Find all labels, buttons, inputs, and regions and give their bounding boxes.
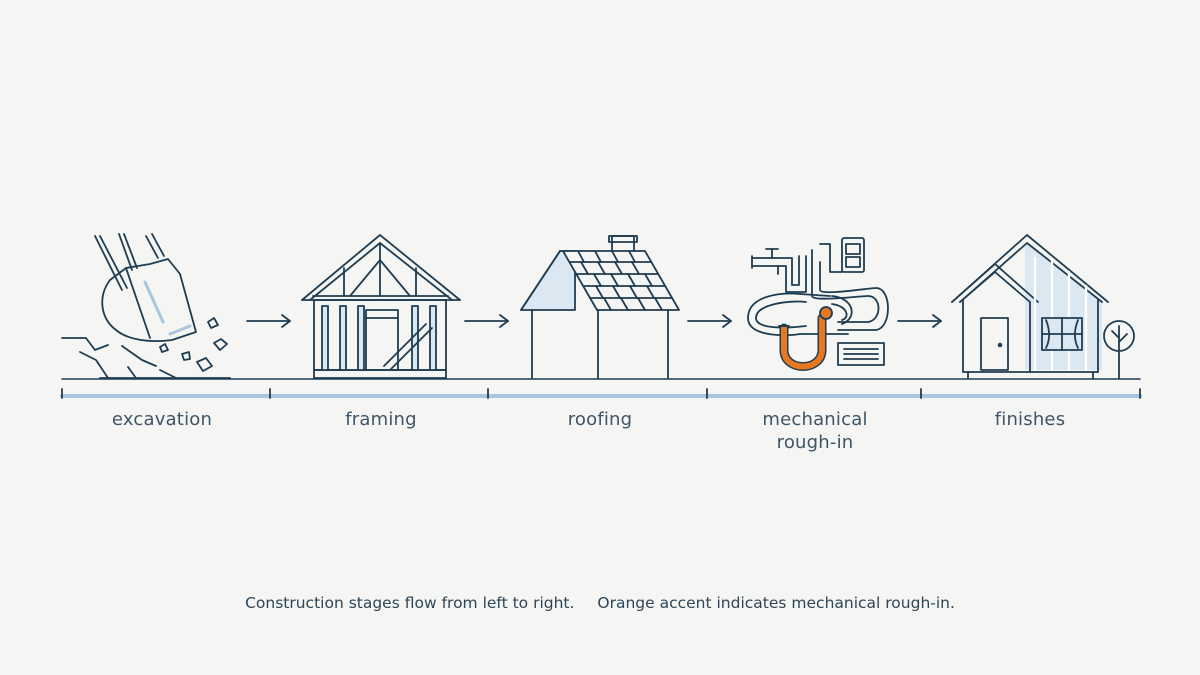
finishes-icon (951, 234, 1135, 379)
stage-label-roofing: roofing (567, 409, 633, 430)
roofing-icon (520, 235, 680, 379)
flow-arrow-3 (687, 314, 732, 328)
stage-label-mechanical-line-1: mechanical (762, 409, 868, 430)
excavation-icon (61, 233, 231, 379)
flow-arrow-1 (246, 314, 291, 328)
mechanical-rough-in-icon (747, 237, 889, 371)
caption: Construction stages flow from left to ri… (0, 594, 1200, 612)
framing-icon (301, 234, 461, 379)
caption-flow-note: Construction stages flow from left to ri… (245, 594, 575, 612)
flow-arrow-4 (897, 314, 942, 328)
stage-label-mechanical-line-2: rough-in (776, 432, 854, 453)
stage-label-mechanical: mechanical rough-in (715, 408, 915, 454)
caption-accent-note: Orange accent indicates mechanical rough… (597, 594, 955, 612)
timeline-ticks (61, 388, 1141, 399)
flow-arrow-2 (464, 314, 509, 328)
stage-label-finishes: finishes (994, 409, 1066, 430)
stage-label-excavation: excavation (111, 409, 213, 430)
stage-label-framing: framing (345, 409, 417, 430)
